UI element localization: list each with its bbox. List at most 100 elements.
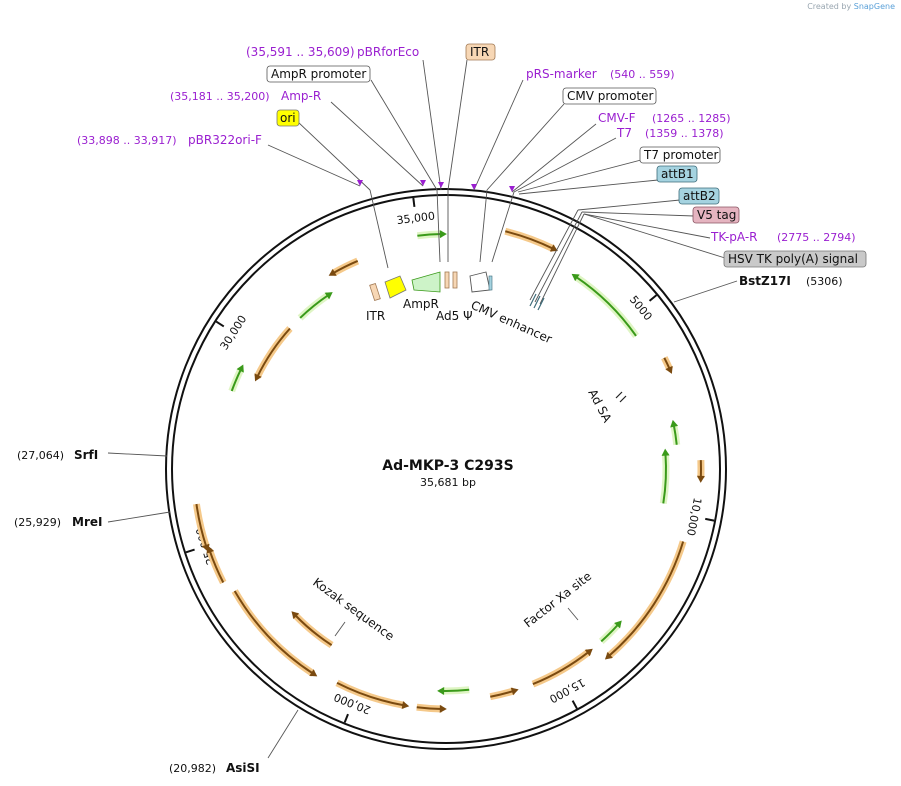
att-sites-inner: [529, 293, 545, 311]
label-t7-promoter-box: [639, 146, 721, 164]
label-ampr-primer-range: (35,181 .. 35,200): [170, 90, 270, 103]
snapgene-credit: Created by SnapGene: [807, 2, 895, 11]
primer-markers: [357, 180, 515, 192]
label-pbr322ori-range: (33,898 .. 33,917): [77, 134, 177, 147]
credit-brand: SnapGene: [853, 2, 895, 11]
label-attb1-box: [656, 165, 698, 183]
ad-sa-marker: [615, 391, 627, 403]
ring-tick-label: 15,000: [547, 676, 587, 706]
inner-label-ampr: AmpR: [403, 297, 439, 311]
feature-arc: [608, 541, 685, 657]
plasmid-backbone: [165, 188, 727, 750]
ring-tick: [215, 320, 225, 328]
label-ori: ori: [280, 111, 296, 125]
label-t7-promoter: T7 promoter: [643, 148, 719, 162]
feature-arrowhead: [510, 687, 519, 696]
label-pbrforeco-range: (35,591 .. 35,609): [246, 45, 355, 59]
feature-arc-halo: [254, 326, 293, 379]
feature-arrowhead: [439, 704, 447, 713]
label-v5-box: [692, 206, 740, 224]
ring-tick: [185, 548, 195, 554]
label-asisi-pos: (20,982): [169, 762, 216, 775]
label-cmv-promoter-box: [562, 87, 657, 105]
label-itr: ITR: [470, 45, 489, 59]
ori-inner: [384, 275, 407, 299]
feature-arrowhead: [328, 268, 337, 276]
ad5-psi-inner-b: [452, 271, 458, 289]
label-mrei-pos: (25,929): [14, 516, 61, 529]
label-v5: V5 tag: [697, 208, 736, 222]
inner-label-kozak: Kozak sequence: [310, 575, 397, 643]
feature-arrowhead: [571, 273, 580, 282]
label-prs-marker-range: (540 .. 559): [610, 68, 675, 81]
feature-arrowhead: [670, 419, 679, 428]
feature-arrowhead: [309, 669, 318, 677]
cmv-enhancer-inner: [469, 271, 491, 293]
feature-arc: [299, 294, 330, 319]
ring-tick: [412, 197, 416, 208]
inner-label-ad-sa: Ad SA: [585, 387, 614, 426]
label-cmv-promoter: CMV promoter: [567, 89, 654, 103]
feature-arrowhead: [661, 448, 670, 456]
feature-arrowhead: [291, 611, 300, 620]
label-attb2-box: [678, 187, 720, 205]
feature-arrowhead: [584, 648, 593, 657]
label-pbrforeco: pBRforEco: [357, 45, 419, 59]
feature-arrowhead: [604, 651, 613, 660]
label-tkpa-range: (2775 .. 2794): [777, 231, 856, 244]
label-ampr-promoter-box: [266, 65, 371, 83]
label-itr-box: [465, 43, 496, 61]
label-mrei: MreI: [72, 515, 102, 529]
feature-arrowhead: [401, 701, 410, 709]
feature-arrowhead: [254, 373, 262, 382]
label-srfi-pos: (27,064): [17, 449, 64, 462]
inner-label-factor-xa: Factor Xa site: [521, 569, 594, 630]
inner-small-features: [369, 271, 627, 403]
label-ampr-promoter: AmpR promoter: [271, 67, 366, 81]
label-bstz17i: BstZ17I: [739, 274, 791, 288]
feature-arrowhead: [236, 364, 244, 373]
ring-tick-label: 5000: [627, 293, 655, 323]
feature-arc: [600, 623, 620, 643]
label-pbr322ori: pBR322ori-F: [188, 133, 262, 147]
feature-arrowhead: [549, 244, 558, 252]
inner-label-itr: ITR: [366, 309, 385, 323]
feature-arc-halo: [573, 273, 639, 338]
label-tkpa: TK-pA-R: [710, 230, 758, 244]
ring-tick-label: 35,000: [396, 210, 436, 228]
feature-arrowhead: [439, 230, 447, 239]
label-hsv-box: [723, 250, 867, 268]
inner-label-cmv-enhancer: CMV enhancer: [469, 298, 554, 346]
feature-arc: [233, 590, 314, 675]
plasmid-length: 35,681 bp: [420, 476, 476, 489]
label-prs-marker: pRS-marker: [526, 67, 597, 81]
ampr-inner: [411, 271, 441, 293]
label-ori-box: [276, 109, 300, 127]
label-hsv: HSV TK poly(A) signal: [728, 252, 858, 266]
label-cmv-f-range: (1265 .. 1285): [652, 112, 731, 125]
feature-arc: [336, 681, 405, 707]
itr-inner: [369, 282, 381, 302]
credit-prefix: Created by: [807, 2, 852, 11]
feature-arc: [532, 651, 590, 686]
label-bstz17i-pos: (5306): [806, 275, 843, 288]
feature-arc-halo: [231, 589, 316, 677]
label-attb1: attB1: [661, 167, 694, 181]
feature-arrowhead: [614, 620, 622, 629]
label-asisi: AsiSI: [226, 761, 260, 775]
ring-tick-label: 30,000: [218, 313, 250, 352]
ring-tick: [705, 517, 715, 522]
feature-arrowhead: [201, 543, 210, 552]
feature-arc: [575, 275, 637, 337]
label-connectors: [107, 59, 738, 759]
ring-tick: [343, 713, 349, 723]
ring-tick-label: 10,000: [684, 497, 704, 537]
ring-tick: [571, 700, 578, 710]
feature-arc: [208, 550, 225, 583]
ring-tick: [648, 294, 658, 302]
label-attb2: attB2: [683, 189, 716, 203]
ad5-psi-inner-a: [444, 271, 450, 289]
label-t7-range: (1359 .. 1378): [645, 127, 724, 140]
feature-arrows: [192, 227, 705, 713]
